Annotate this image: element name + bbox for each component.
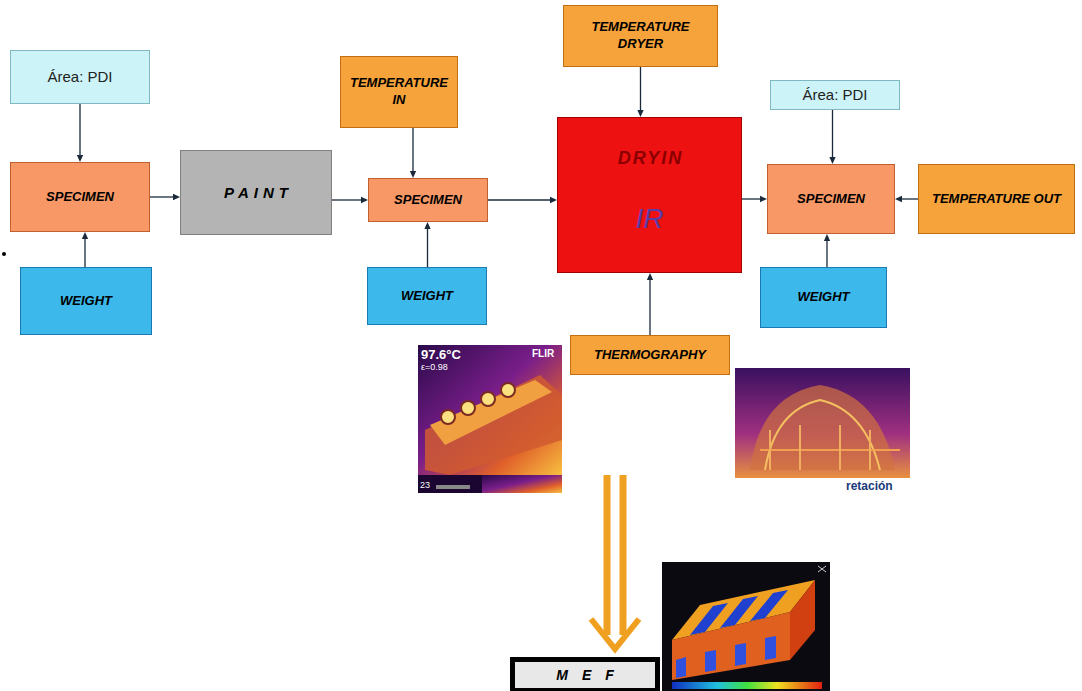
- temperature-box: TEMPERATURE OUT: [918, 164, 1075, 234]
- image-label: ε=0.98: [421, 362, 448, 372]
- flow-arrow: [77, 104, 83, 162]
- flow-arrow: [637, 67, 643, 117]
- node-label: WEIGHT: [60, 293, 112, 310]
- specimen-box: SPECIMEN: [368, 178, 488, 222]
- flow-arrow: [424, 222, 430, 267]
- weight-box: WEIGHT: [760, 267, 887, 328]
- temperature-box: THERMOGRAPHY: [570, 335, 730, 375]
- area-box: Área: PDI: [10, 50, 150, 104]
- node-label: SPECIMEN: [46, 189, 114, 206]
- node-label: DRYIN: [618, 147, 684, 170]
- node-label: Área: PDI: [47, 67, 112, 87]
- flow-arrow: [410, 128, 416, 178]
- dryer-box: DRYIN IR: [557, 117, 742, 273]
- node-label: WEIGHT: [798, 289, 850, 306]
- flow-arrow: [895, 196, 918, 202]
- temperature-box: TEMPERATURE DRYER: [563, 5, 718, 67]
- area-box: Área: PDI: [770, 80, 900, 110]
- flow-arrow: [82, 232, 88, 267]
- node-label: Área: PDI: [802, 85, 867, 105]
- node-label: THERMOGRAPHY: [594, 347, 706, 364]
- thermal-image: [418, 345, 562, 493]
- thermal-image: [735, 368, 910, 478]
- node-label: PAINT: [224, 183, 293, 203]
- specimen-box: SPECIMEN: [767, 164, 895, 234]
- specimen-box: SPECIMEN: [10, 162, 150, 232]
- dot: [2, 252, 6, 256]
- node-sublabel: IR: [636, 201, 664, 237]
- result-arrow: [591, 475, 639, 649]
- image-label: 23: [420, 480, 430, 490]
- image-label: FLIR: [532, 348, 554, 359]
- flow-arrow: [742, 196, 767, 202]
- weight-box: WEIGHT: [367, 267, 487, 325]
- flow-arrow: [647, 273, 653, 335]
- node-label: MEF: [556, 666, 628, 684]
- node-label: WEIGHT: [401, 288, 453, 305]
- flow-arrow: [829, 110, 835, 164]
- fem-model: [662, 562, 830, 691]
- image-label: retación: [846, 479, 893, 493]
- mef-box: MEF: [510, 657, 660, 691]
- flow-arrow: [332, 197, 368, 203]
- node-label: SPECIMEN: [394, 192, 462, 209]
- image-label: 97.6°C: [421, 347, 461, 362]
- weight-box: WEIGHT: [20, 267, 152, 335]
- flow-arrow: [488, 197, 557, 203]
- node-label: SPECIMEN: [797, 191, 865, 208]
- flow-arrow: [824, 234, 830, 267]
- node-label: TEMPERATURE OUT: [932, 191, 1061, 208]
- node-label: TEMPERATURE IN: [347, 75, 451, 109]
- paint-box: PAINT: [180, 150, 332, 235]
- flow-arrow: [150, 194, 180, 200]
- temperature-box: TEMPERATURE IN: [340, 56, 458, 128]
- node-label: TEMPERATURE DRYER: [570, 19, 711, 53]
